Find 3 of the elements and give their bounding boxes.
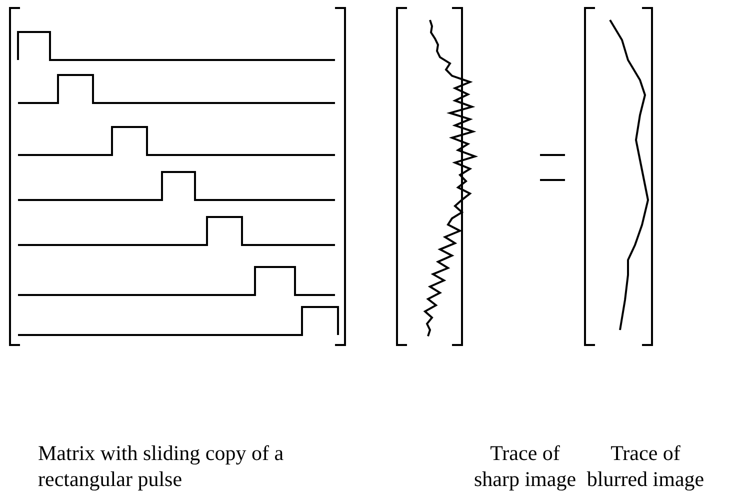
caption: Trace of blurred image [586, 440, 706, 492]
caption: Matrix with sliding copy of a rectangular pulse [38, 440, 285, 492]
caption: Trace of sharp image [472, 440, 578, 492]
